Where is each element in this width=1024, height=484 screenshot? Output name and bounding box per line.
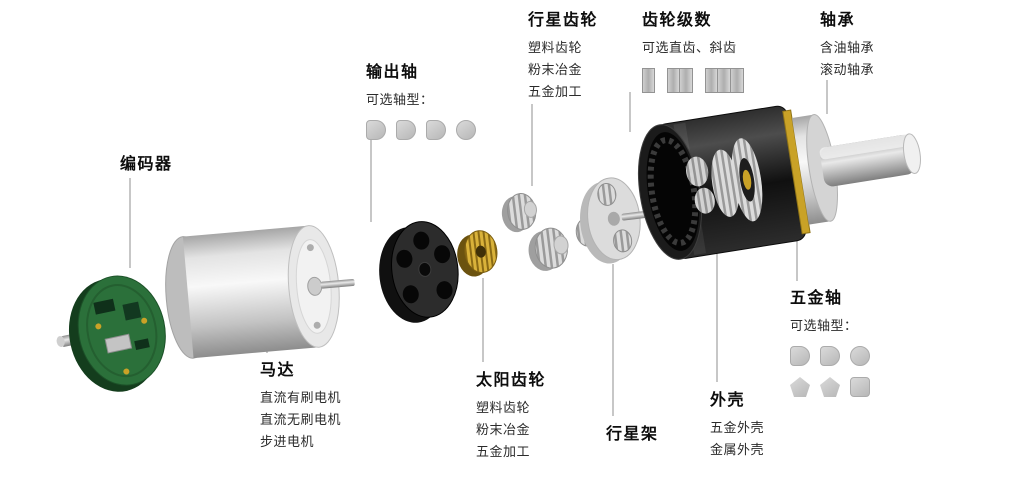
d-cut-shaft-icon (366, 120, 386, 140)
motor-option: 步进电机 (260, 435, 315, 450)
round-shaft-icon (456, 120, 476, 140)
housing-option: 金属外壳 (710, 443, 765, 458)
output-shaft-subtitle: 可选轴型： (366, 93, 434, 108)
sun-gear-part (457, 230, 498, 277)
sun-gear-option: 五金加工 (476, 445, 531, 460)
label-motor: 马达 直流有刷电机 直流无刷电机 步进电机 (260, 356, 341, 454)
output-shaft-type-icons (366, 120, 476, 140)
planetary-gear-option: 五金加工 (528, 85, 583, 100)
pentagon-shaft-icon (790, 377, 810, 397)
sun-gear-option: 粉末冶金 (476, 423, 531, 438)
planetary-gear-option: 塑料齿轮 (528, 41, 583, 56)
label-sun-gear: 太阳齿轮 塑料齿轮 粉末冶金 五金加工 (476, 366, 546, 464)
metal-shaft-title: 五金轴 (790, 288, 843, 307)
housing-option: 五金外壳 (710, 421, 765, 436)
planet-carrier-part (575, 177, 648, 264)
d-cut-shaft-icon (426, 120, 446, 140)
stage-cell (642, 68, 655, 93)
output-shaft-title: 输出轴 (366, 62, 419, 81)
bearing-option: 含油轴承 (820, 41, 875, 56)
label-metal-shaft: 五金轴 可选轴型： (790, 284, 870, 397)
one-stage-icon (642, 68, 655, 93)
label-bearing: 轴承 含油轴承 滚动轴承 (820, 6, 874, 82)
sun-gear-option: 塑料齿轮 (476, 401, 531, 416)
encoder-pcb (56, 275, 166, 392)
output-shaft-part (819, 133, 921, 187)
gear-stage-icons (642, 68, 744, 93)
d-cut-shaft-icon (820, 346, 840, 366)
stage-cell (667, 68, 680, 93)
d-cut-shaft-icon (396, 120, 416, 140)
stage-cell (731, 68, 744, 93)
round-shaft-icon (850, 346, 870, 366)
d-cut-shaft-icon (790, 346, 810, 366)
label-gear-stages: 齿轮级数 可选直齿、斜齿 (642, 6, 744, 93)
stage-cell (705, 68, 718, 93)
sun-gear-title: 太阳齿轮 (476, 370, 547, 389)
stage-cell (680, 68, 693, 93)
motor-option: 直流有刷电机 (260, 391, 342, 406)
bearing-title: 轴承 (820, 10, 856, 29)
encoder-title: 编码器 (120, 154, 173, 173)
label-planet-carrier: 行星架 (606, 420, 659, 452)
metal-shaft-type-icons-row1 (790, 346, 870, 366)
three-stage-icon (705, 68, 744, 93)
two-stage-icon (667, 68, 693, 93)
gear-stages-subtitle: 可选直齿、斜齿 (642, 41, 737, 56)
gearbox-housing (638, 105, 838, 260)
gear-stages-title: 齿轮级数 (642, 10, 713, 29)
motor-title: 马达 (260, 360, 296, 379)
motor-body (165, 225, 355, 359)
label-planetary-gear: 行星齿轮 塑料齿轮 粉末冶金 五金加工 (528, 6, 598, 104)
metal-shaft-subtitle: 可选轴型： (790, 319, 858, 334)
planetary-gears-part (501, 193, 569, 271)
stage-cell (718, 68, 731, 93)
pentagon-shaft-icon (820, 377, 840, 397)
motor-option: 直流无刷电机 (260, 413, 342, 428)
planet-carrier-title: 行星架 (606, 424, 659, 443)
label-encoder: 编码器 (120, 150, 173, 182)
planetary-gear-option: 粉末冶金 (528, 63, 583, 78)
square-shaft-icon (850, 377, 870, 397)
label-output-shaft: 输出轴 可选轴型： (366, 58, 476, 140)
label-housing: 外壳 五金外壳 金属外壳 (710, 386, 764, 462)
planetary-gear-title: 行星齿轮 (528, 10, 599, 29)
housing-title: 外壳 (710, 390, 746, 409)
motor-end-cap (379, 221, 459, 323)
bearing-option: 滚动轴承 (820, 63, 875, 78)
metal-shaft-type-icons-row2 (790, 377, 870, 397)
